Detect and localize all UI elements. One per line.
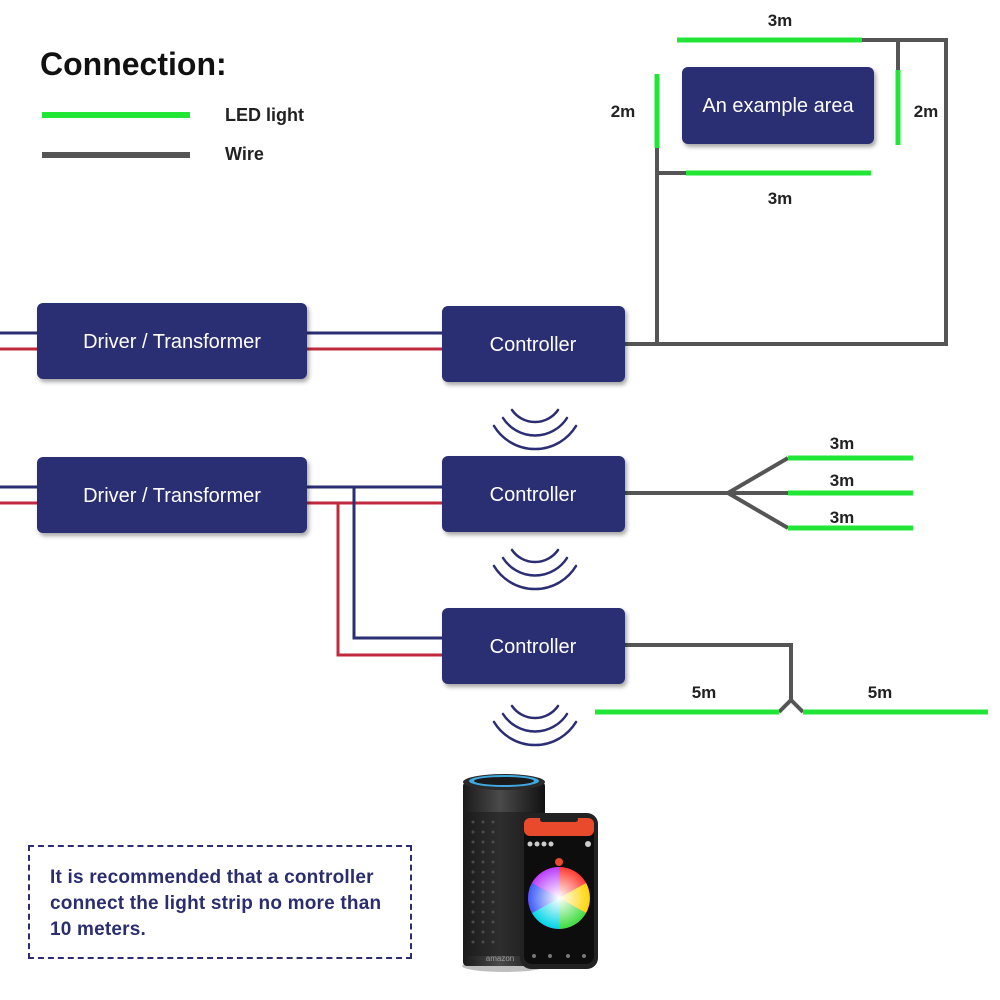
length-area-right: 2m — [914, 102, 939, 121]
length-area-bottom: 3m — [768, 189, 793, 208]
note-line-1: It is recommended that a controller — [50, 867, 374, 888]
controller-label-2: Controller — [490, 484, 577, 506]
legend-led-label: LED light — [225, 105, 304, 125]
note-line-2: connect the light strip no more than — [50, 893, 382, 914]
length-area-left: 2m — [611, 102, 636, 121]
driver-box-1 — [37, 303, 307, 379]
length-branch-3: 3m — [830, 508, 855, 527]
controller-label-1: Controller — [490, 334, 577, 356]
length-split-left: 5m — [692, 683, 717, 702]
color-wheel-icon — [528, 867, 590, 929]
legend: LED light Wire — [42, 105, 304, 164]
smartphone-app-icon — [520, 813, 598, 969]
driver-label-1: Driver / Transformer — [83, 331, 261, 353]
wireless-signal-icon — [492, 704, 578, 747]
wireless-signal-icon — [492, 548, 578, 591]
power-lines-row-1 — [0, 331, 443, 351]
wireless-signal-icon — [492, 408, 578, 451]
diagram-title: Connection: — [40, 46, 227, 82]
power-lines-row-2 — [0, 485, 443, 657]
controller-box-2 — [442, 456, 625, 532]
legend-wire-label: Wire — [225, 144, 264, 164]
driver-label-2: Driver / Transformer — [83, 485, 261, 507]
recommendation-note: It is recommended that a controller conn… — [28, 845, 412, 959]
controller-box-1 — [442, 306, 625, 382]
length-branch-1: 3m — [830, 434, 855, 453]
note-line-3: 10 meters. — [50, 919, 147, 940]
controller-box-3 — [442, 608, 625, 684]
example-area-box — [682, 67, 874, 144]
length-area-top: 3m — [768, 11, 793, 30]
split-wiring — [595, 643, 988, 715]
example-area-label: An example area — [702, 95, 854, 117]
speaker-brand: amazon — [486, 954, 514, 963]
driver-box-2 — [37, 457, 307, 533]
three-branch-wiring — [625, 455, 913, 531]
example-area-wiring — [625, 37, 948, 346]
length-split-right: 5m — [868, 683, 893, 702]
length-branch-2: 3m — [830, 471, 855, 490]
controller-label-3: Controller — [490, 636, 577, 658]
